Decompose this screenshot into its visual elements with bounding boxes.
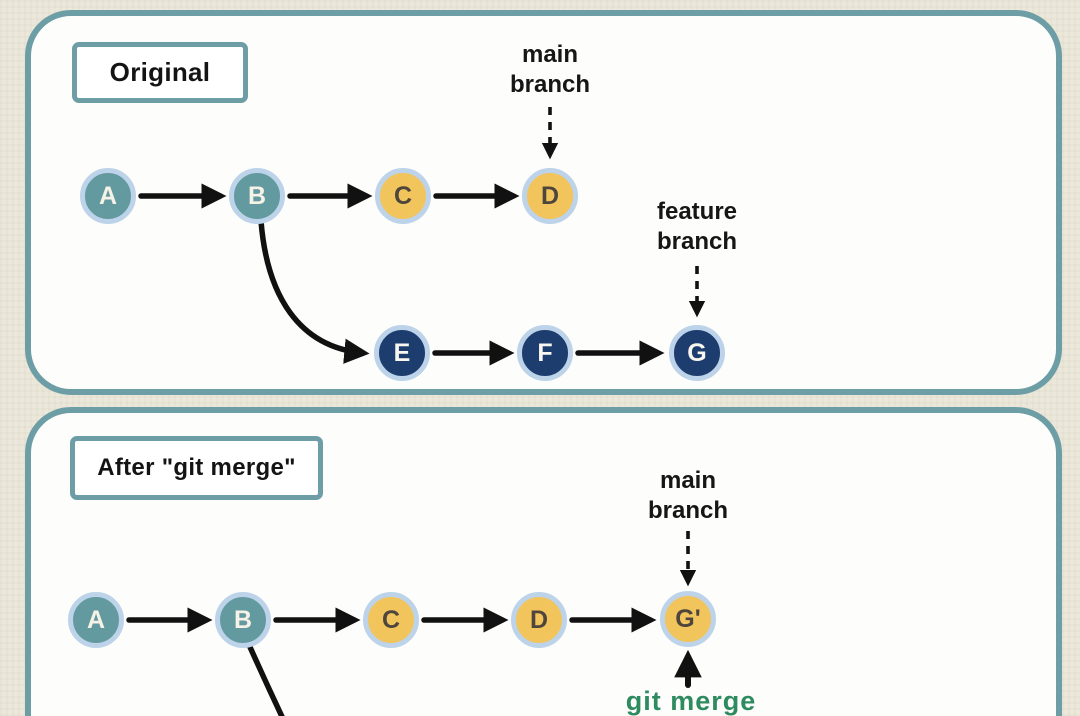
main-branch-label-2: main branch bbox=[603, 466, 773, 526]
commit-node-b1: B bbox=[229, 168, 285, 224]
commit-node-gprime: G' bbox=[660, 591, 716, 647]
panel1-title-box: Original bbox=[72, 42, 248, 103]
feature-branch-label: feature branch bbox=[612, 197, 782, 257]
main-branch-label-1-line1: main bbox=[521, 41, 578, 68]
feature-branch-label-line1: feature bbox=[656, 198, 738, 225]
main-branch-label-1-line2: branch bbox=[509, 71, 590, 98]
main-branch-label-2-line1: main bbox=[659, 467, 716, 494]
panel2-title: After "git merge" bbox=[97, 454, 296, 481]
panel2-title-box: After "git merge" bbox=[70, 436, 323, 500]
panel1-title: Original bbox=[109, 57, 211, 87]
commit-node-d2: D bbox=[511, 592, 567, 648]
main-branch-label-1: main branch bbox=[465, 40, 635, 100]
commit-node-d1: D bbox=[522, 168, 578, 224]
commit-node-a2: A bbox=[68, 592, 124, 648]
commit-node-c1: C bbox=[375, 168, 431, 224]
feature-branch-label-line2: branch bbox=[656, 228, 737, 255]
commit-node-c2: C bbox=[363, 592, 419, 648]
commit-node-b2: B bbox=[215, 592, 271, 648]
commit-node-g: G bbox=[669, 325, 725, 381]
main-branch-label-2-line2: branch bbox=[647, 497, 728, 524]
git-merge-label: git merge bbox=[625, 686, 757, 716]
commit-node-f: F bbox=[517, 325, 573, 381]
commit-node-e: E bbox=[374, 325, 430, 381]
commit-node-a1: A bbox=[80, 168, 136, 224]
